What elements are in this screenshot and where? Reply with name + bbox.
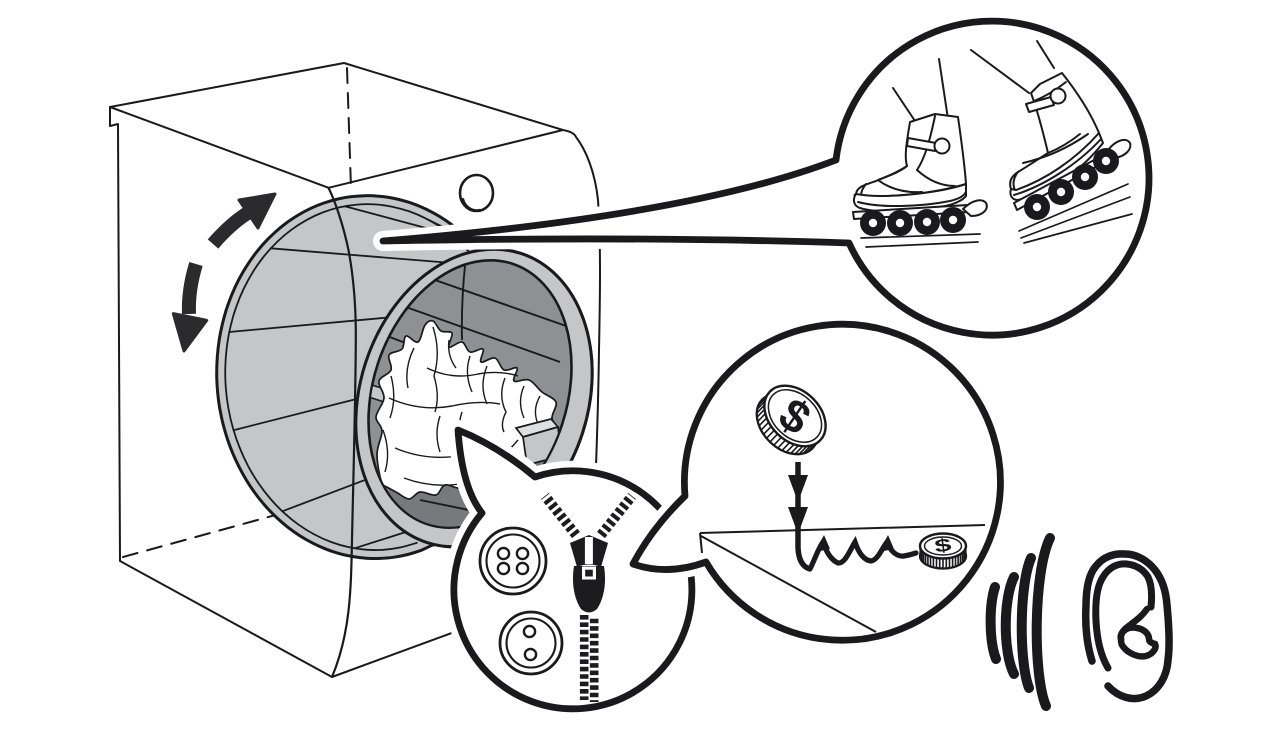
svg-text:$: $ (933, 535, 953, 557)
